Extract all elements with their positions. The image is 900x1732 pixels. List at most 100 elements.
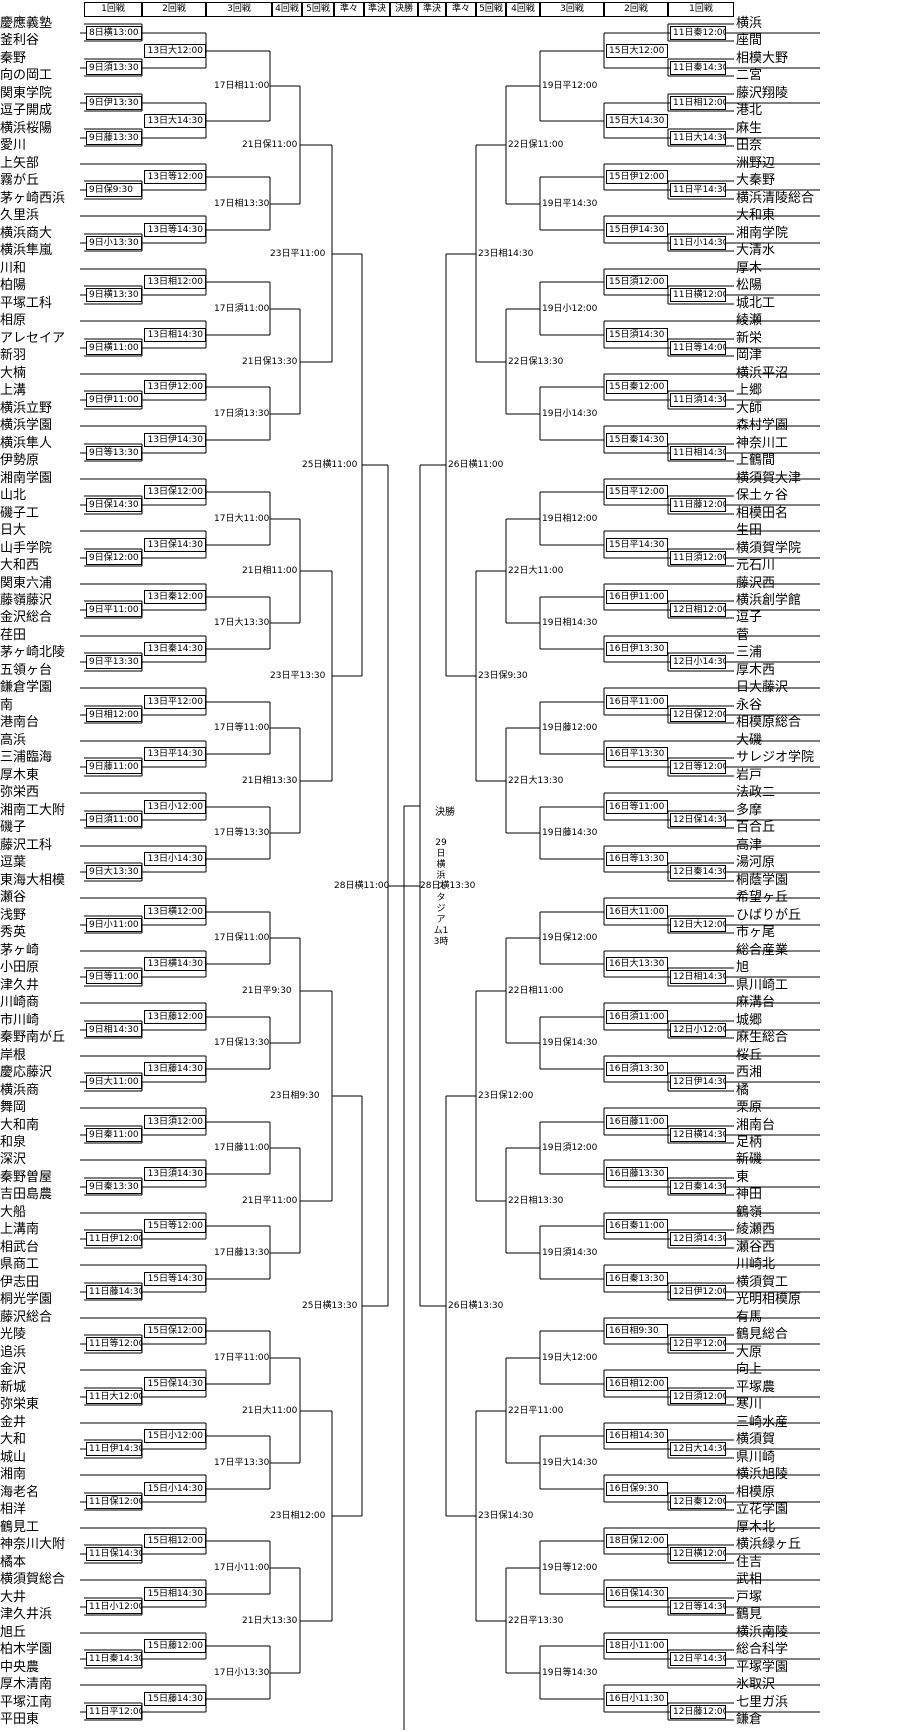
match-label-r1: 12日秦14:30 <box>670 865 726 879</box>
team-name: 吉田島農 <box>0 1187 53 1202</box>
team-name: 麻生 <box>736 121 763 136</box>
match-label-r4: 22日平13:30 <box>508 1616 564 1626</box>
team-name: 高浜 <box>0 733 27 748</box>
team-name: 県川崎 <box>736 1450 776 1465</box>
team-name: 平塚農 <box>736 1380 776 1395</box>
team-name: 山北 <box>0 488 27 503</box>
team-name: 東 <box>736 1170 750 1185</box>
match-label-r3: 17日保11:00 <box>214 933 270 943</box>
team-name: 海老名 <box>0 1485 40 1500</box>
team-name: 上矢部 <box>0 156 40 171</box>
match-label-r1: 11日伊14:30 <box>86 1442 142 1456</box>
match-label-r4: 22日大11:00 <box>508 566 564 576</box>
match-label-r2: 13日平14:30 <box>144 747 206 761</box>
match-label-r2: 15日伊14:30 <box>606 223 668 237</box>
team-name: 横須賀学院 <box>736 541 802 556</box>
team-name: 相模原 <box>736 1485 776 1500</box>
match-label-r1: 11日小14:30 <box>670 236 726 250</box>
match-label-r2: 13日須14:30 <box>144 1167 206 1181</box>
match-label-r2: 13日伊12:00 <box>144 380 206 394</box>
team-name: 洲野辺 <box>736 156 776 171</box>
match-label-r1: 12日相12:00 <box>670 603 726 617</box>
team-name: 県川崎工 <box>736 978 789 993</box>
match-label-qf: 26日横13:30 <box>448 1301 504 1311</box>
match-label-r2: 13日相12:00 <box>144 275 206 289</box>
team-name: 大和南 <box>0 1118 40 1133</box>
team-name: 多摩 <box>736 803 763 818</box>
match-label-r2: 13日藤14:30 <box>144 1062 206 1076</box>
team-name: 大井 <box>0 1590 27 1605</box>
match-label-r2: 13日平12:00 <box>144 695 206 709</box>
match-label-r1: 11日相14:30 <box>670 446 726 460</box>
team-name: 氷取沢 <box>736 1677 776 1692</box>
match-label-r1: 12日伊12:00 <box>670 1285 726 1299</box>
team-name: 逗子 <box>736 610 763 625</box>
team-name: 大師 <box>736 401 763 416</box>
match-label-r2: 16日大13:30 <box>606 957 668 971</box>
match-label-r3: 19日平14:30 <box>542 199 598 209</box>
match-label-r3: 17日須11:00 <box>214 304 270 314</box>
match-label-r3: 19日小12:00 <box>542 304 598 314</box>
final-title: 決勝 <box>435 807 455 818</box>
header-cell: 2回戦 <box>604 2 668 17</box>
team-name: 大和 <box>0 1432 27 1447</box>
team-name: 上鶴間 <box>736 453 776 468</box>
match-label-r1: 9日保12:00 <box>86 551 142 565</box>
team-name: 川崎北 <box>736 1257 776 1272</box>
header-cell: 2回戦 <box>142 2 206 17</box>
match-label-r3: 17日藤13:30 <box>214 1248 270 1258</box>
team-name: 大磯 <box>736 733 763 748</box>
team-name: 光明相模原 <box>736 1292 802 1307</box>
team-name: 湘南学院 <box>736 226 789 241</box>
match-label-r1: 11日秦14:30 <box>86 1652 142 1666</box>
team-name: 平塚江南 <box>0 1695 53 1710</box>
match-label-r2: 13日伊14:30 <box>144 433 206 447</box>
header-cell: 1回戦 <box>668 2 734 17</box>
match-label-r4: 21日保13:30 <box>242 357 298 367</box>
match-label-r2: 13日藤12:00 <box>144 1010 206 1024</box>
header-cell: 3回戦 <box>540 2 604 17</box>
team-name: 橘 <box>736 1083 750 1098</box>
match-label-r2: 15日保12:00 <box>144 1324 206 1338</box>
team-name: 瀬谷西 <box>736 1240 776 1255</box>
match-label-r5: 23日相12:00 <box>270 1511 326 1521</box>
match-label-r2: 16日相9:30 <box>606 1324 668 1338</box>
team-name: 山手学院 <box>0 541 53 556</box>
match-label-r1: 12日秦12:00 <box>670 1495 726 1509</box>
team-name: 柏陽 <box>0 278 27 293</box>
match-label-r1: 9日藤13:30 <box>86 131 142 145</box>
team-name: 総合産業 <box>736 943 789 958</box>
team-name: 平田東 <box>0 1712 40 1727</box>
match-label-r3: 17日相11:00 <box>214 81 270 91</box>
match-label-r1: 12日保12:00 <box>670 708 726 722</box>
team-name: 釜利谷 <box>0 33 40 48</box>
team-name: 逗葉 <box>0 855 27 870</box>
team-name: 県商工 <box>0 1257 40 1272</box>
team-name: 藤沢工科 <box>0 838 53 853</box>
match-label-r5: 23日保9:30 <box>478 671 528 681</box>
team-name: 大和東 <box>736 208 776 223</box>
team-name: 横浜平沼 <box>736 366 789 381</box>
match-label-r2: 15日須14:30 <box>606 328 668 342</box>
match-label-r4: 21日平11:00 <box>242 1196 298 1206</box>
header-cell: 5回戦 <box>302 2 334 17</box>
match-label-r1: 8日横13:00 <box>86 26 142 40</box>
match-label-r4: 21日大13:30 <box>242 1616 298 1626</box>
team-name: 鎌倉学園 <box>0 680 53 695</box>
team-name: 上溝南 <box>0 1222 40 1237</box>
team-name: 桐光学園 <box>0 1292 53 1307</box>
team-name: 茅ヶ崎 <box>0 943 40 958</box>
match-label-r5: 23日平13:30 <box>270 671 326 681</box>
team-name: 茅ヶ崎北陵 <box>0 645 66 660</box>
team-name: 二宮 <box>736 68 763 83</box>
team-name: 高津 <box>736 838 763 853</box>
match-label-r4: 22日大13:30 <box>508 776 564 786</box>
header-cell: 準決 <box>364 2 390 17</box>
team-name: 元石川 <box>736 558 776 573</box>
match-label-r4: 22日保11:00 <box>508 140 564 150</box>
match-label-r1: 11日等12:00 <box>86 1337 142 1351</box>
match-label-r3: 19日大12:00 <box>542 1353 598 1363</box>
match-label-qf: 25日横11:00 <box>302 460 358 470</box>
team-name: 有馬 <box>736 1310 763 1325</box>
